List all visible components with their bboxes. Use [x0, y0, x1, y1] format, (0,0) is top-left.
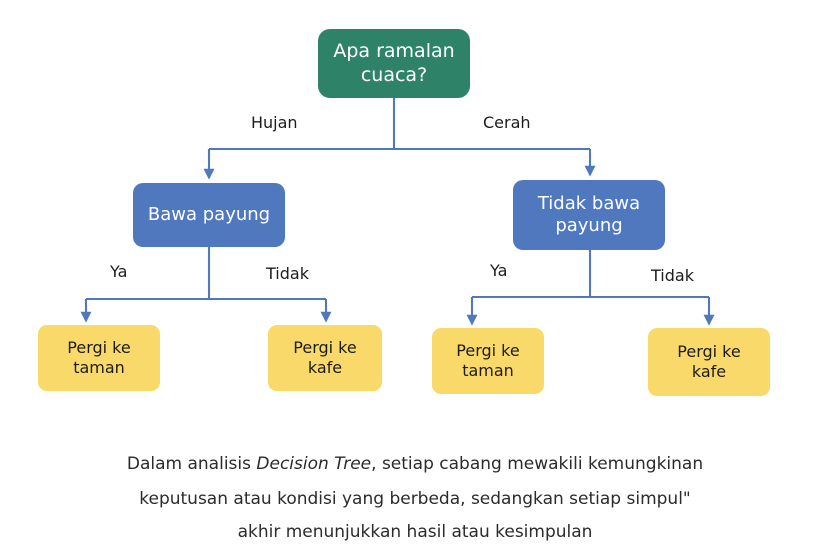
node-root-weather-question[interactable]: Apa ramalan cuaca? [318, 29, 470, 98]
node-root-line1: Apa ramalan [333, 40, 455, 63]
caption-line1-suffix: , setiap cabang mewakili kemungkinan [371, 454, 704, 474]
node-leaf-4-line2: kafe [691, 362, 727, 381]
node-leaf-4-line1: Pergi ke [677, 342, 741, 362]
node-branch-tidak-line1: Tidak bawa [537, 193, 641, 215]
node-leaf-pergi-ke-taman-2[interactable]: Pergi ke taman [432, 328, 544, 394]
node-leaf-1-line1: Pergi ke [67, 338, 131, 358]
node-leaf-pergi-ke-kafe-2[interactable]: Pergi ke kafe [648, 328, 770, 396]
node-branch-tidak-bawa-payung[interactable]: Tidak bawa payung [513, 180, 665, 250]
edge-label-left-ya: Ya [110, 262, 128, 281]
node-leaf-1-line2: taman [73, 358, 125, 377]
caption-line-1: Dalam analisis Decision Tree, setiap cab… [0, 456, 830, 473]
node-leaf-4-label: Pergi ke kafe [677, 342, 740, 381]
node-leaf-2-label: Pergi ke kafe [293, 338, 356, 377]
node-leaf-pergi-ke-kafe-1[interactable]: Pergi ke kafe [268, 325, 382, 391]
node-branch-tidak-bawa-payung-label: Tidak bawa payung [538, 193, 640, 237]
node-branch-tidak-line2: payung [555, 215, 623, 236]
caption-line1-prefix: Dalam analisis [126, 454, 257, 474]
node-leaf-3-line2: taman [462, 361, 514, 380]
node-leaf-2-line2: kafe [307, 358, 343, 377]
node-branch-bawa-payung-label: Bawa payung [147, 204, 271, 226]
node-leaf-1-label: Pergi ke taman [67, 338, 130, 377]
node-leaf-3-label: Pergi ke taman [456, 341, 519, 380]
node-root-line2: cuaca? [360, 63, 428, 86]
node-leaf-3-line1: Pergi ke [456, 341, 520, 361]
edge-label-right-tidak: Tidak [651, 266, 694, 285]
edge-label-hujan: Hujan [251, 113, 298, 132]
caption-line-3: akhir menunjukkan hasil atau kesimpulan [237, 522, 593, 542]
edge-label-cerah: Cerah [483, 113, 531, 132]
node-leaf-2-line1: Pergi ke [293, 338, 357, 358]
caption-line-2: keputusan atau kondisi yang berbeda, sed… [139, 489, 691, 509]
edge-label-left-tidak: Tidak [266, 264, 309, 283]
caption-line1-italic-term: Decision Tree [256, 454, 372, 474]
edge-label-right-ya: Ya [490, 261, 508, 280]
node-root-label: Apa ramalan cuaca? [333, 40, 454, 86]
node-branch-bawa-payung[interactable]: Bawa payung [133, 183, 285, 247]
node-leaf-pergi-ke-taman-1[interactable]: Pergi ke taman [38, 325, 160, 391]
